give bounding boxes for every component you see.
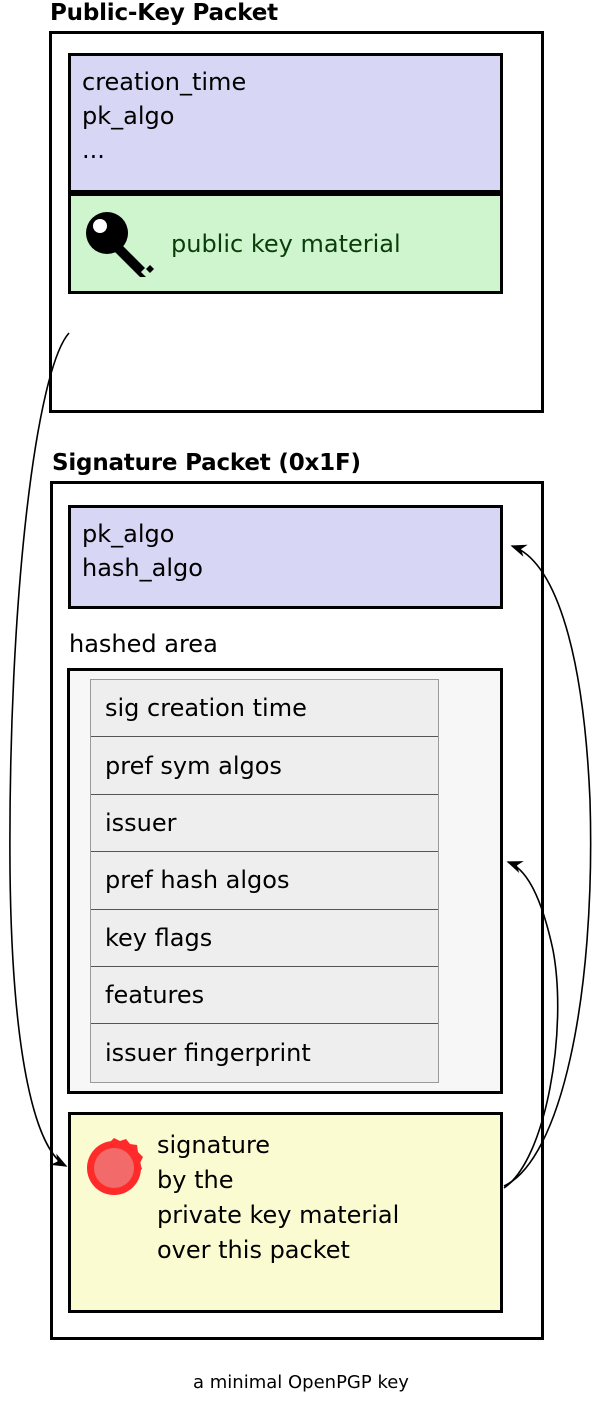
- hashed-area-label: hashed area: [69, 630, 218, 658]
- signature-block: signature by the private key material ov…: [68, 1112, 503, 1313]
- list-item: issuer fingerprint: [105, 1039, 311, 1068]
- list-item: features: [91, 967, 438, 1025]
- list-item: sig creation time: [91, 680, 438, 738]
- signature-packet-title: Signature Packet (0x1F): [52, 450, 361, 476]
- public-key-material-block: public key material: [68, 193, 503, 294]
- list-item: pref sym algos: [91, 737, 438, 795]
- public-key-packet-title: Public-Key Packet: [50, 0, 278, 26]
- hashed-area-subpacket-list: sig creation time pref sym algos issuer …: [90, 679, 439, 1083]
- key-icon: [82, 209, 158, 279]
- diagram-caption: a minimal OpenPGP key: [193, 1372, 409, 1393]
- wax-seal-icon: [71, 1115, 157, 1199]
- signature-packet-meta: pk_algo hash_algo: [68, 505, 503, 609]
- list-item: key flags: [91, 910, 438, 967]
- signature-description: signature by the private key material ov…: [157, 1131, 400, 1264]
- list-item: pref hash algos: [91, 852, 438, 910]
- list-item: issuer: [91, 795, 438, 853]
- public-key-material-label: public key material: [171, 229, 401, 258]
- public-key-packet-meta: creation_time pk_algo ...: [68, 53, 503, 193]
